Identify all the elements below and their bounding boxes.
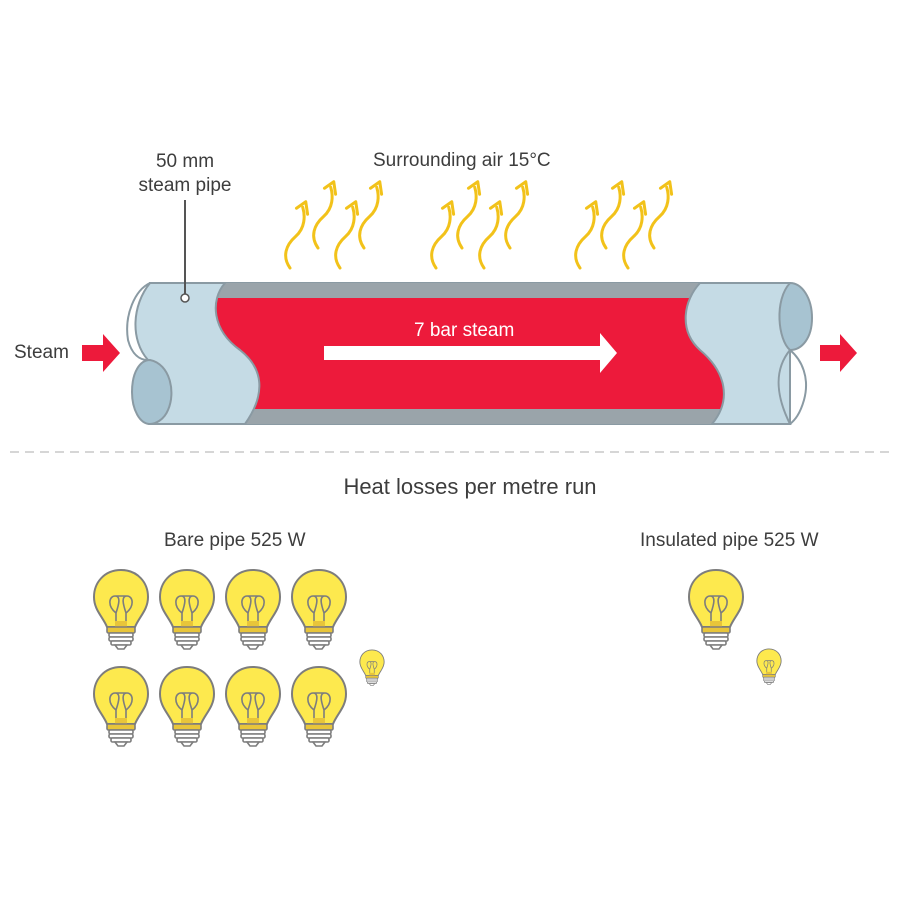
pipe-right-opening [778,281,814,352]
light-bulb-icon [291,569,347,650]
surrounding-air-label: Surrounding air 15°C [373,150,551,171]
heat-wave-group-left [281,178,386,271]
light-bulb-icon [93,666,149,747]
pipe-size-label-line2: steam pipe [138,175,232,196]
steam-inlet-label: Steam [14,342,69,363]
heat-waves [281,178,676,271]
bare-pipe-label: Bare pipe 525 W [164,530,306,551]
insulated-pipe-bulbs [688,569,782,685]
light-bulb-icon [159,666,215,747]
small-light-bulb-icon [756,648,782,685]
heat-wave-icon [427,198,458,271]
pipe-left-opening [130,358,173,426]
light-bulb-icon [225,666,281,747]
light-bulb-icon [93,569,149,650]
heat-wave-icon [475,198,506,271]
insulated-pipe-label: Insulated pipe 525 W [640,530,819,551]
section-title: Heat losses per metre run [343,474,597,499]
steam-pipe [126,200,814,426]
heat-wave-group-middle [427,178,532,271]
heat-wave-icon [571,198,602,271]
pipe-size-label-line1: 50 mm [155,151,215,172]
small-light-bulb-icon [359,649,385,686]
light-bulb-icon [291,666,347,747]
heat-wave-icon [281,198,312,271]
light-bulb-icon [225,569,281,650]
flow-label: 7 bar steam [414,320,515,341]
heat-wave-icon [309,178,340,251]
pipe-size-label: 50 mm steam pipe [120,150,250,198]
heat-wave-icon [619,198,650,271]
heat-wave-icon [501,178,532,251]
outlet-arrow-icon [820,334,857,372]
flow-arrow-icon [324,333,617,373]
bare-pipe-bulbs [93,569,385,747]
heat-wave-icon [331,198,362,271]
heat-wave-icon [597,178,628,251]
heat-wave-group-right [571,178,676,271]
inlet-arrow-icon [82,334,120,372]
heat-wave-icon [355,178,386,251]
light-bulb-icon [159,569,215,650]
light-bulb-icon [688,569,744,650]
pipe-label-dot [180,293,190,303]
heat-wave-icon [645,178,676,251]
heat-wave-icon [453,178,484,251]
